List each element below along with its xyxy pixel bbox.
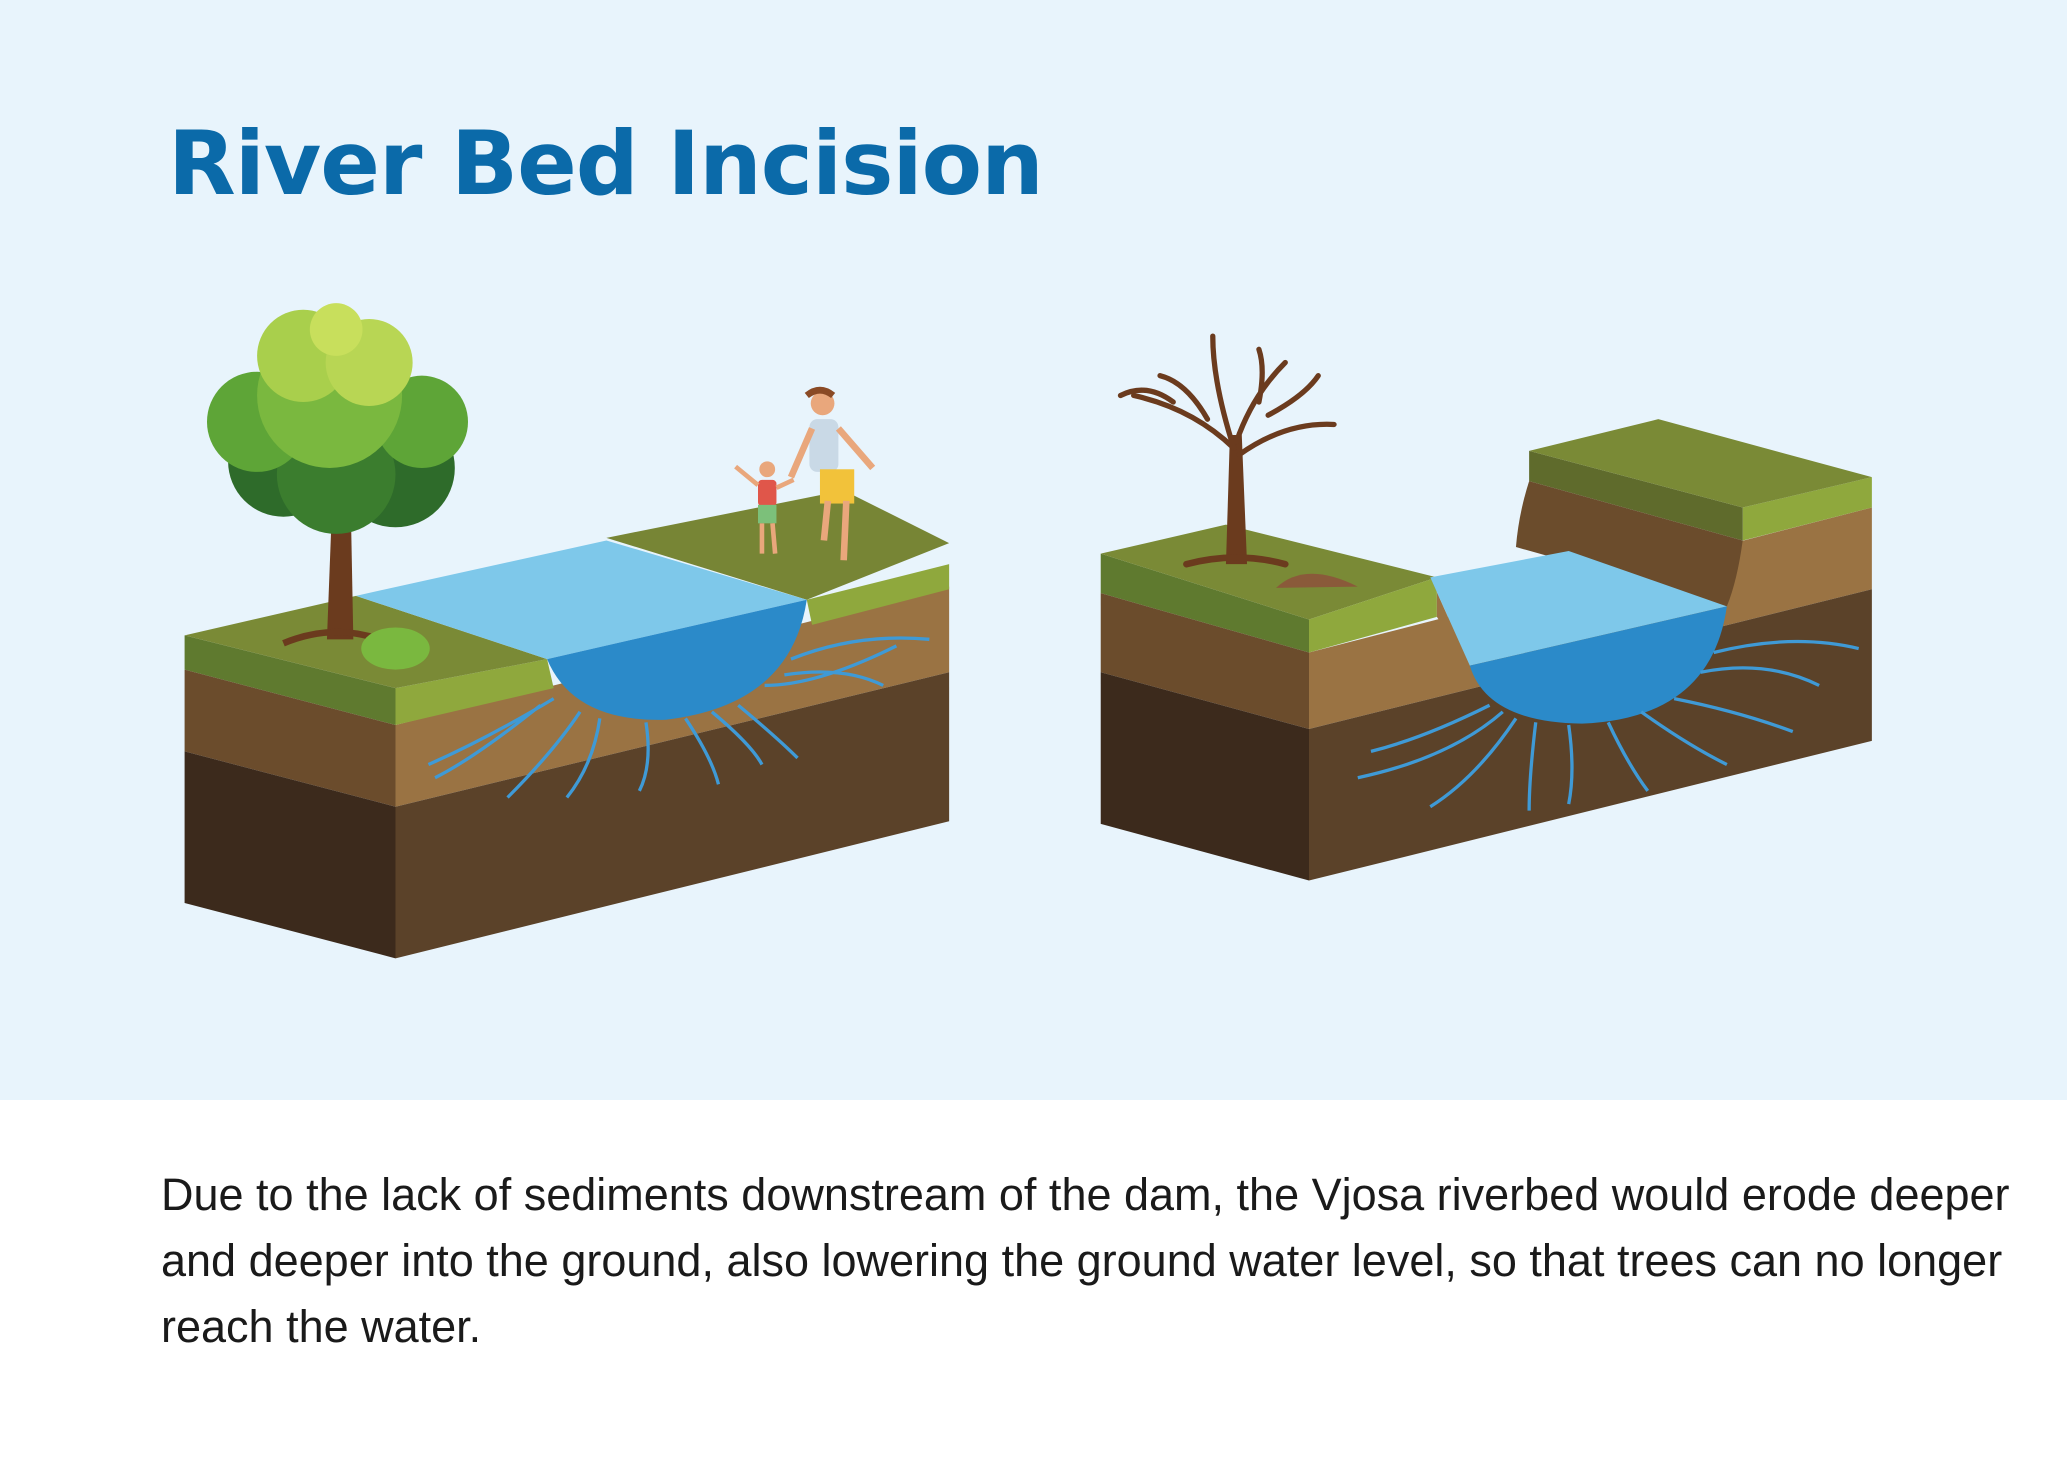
groundwater-roots	[427, 636, 930, 799]
incised-river-block	[1100, 419, 1872, 881]
page-title: River Bed Incision	[168, 112, 1044, 215]
river-channel	[547, 599, 807, 720]
dead-tree	[1117, 333, 1358, 588]
groundwater-roots	[1357, 639, 1860, 811]
water-surface	[355, 540, 807, 660]
description-text: Due to the lack of sediments downstream …	[161, 1169, 2010, 1352]
people	[734, 386, 876, 561]
healthy-river-block	[184, 490, 950, 959]
water-surface	[1430, 551, 1727, 666]
healthy-tree	[207, 303, 468, 670]
river-channel	[1469, 606, 1727, 724]
